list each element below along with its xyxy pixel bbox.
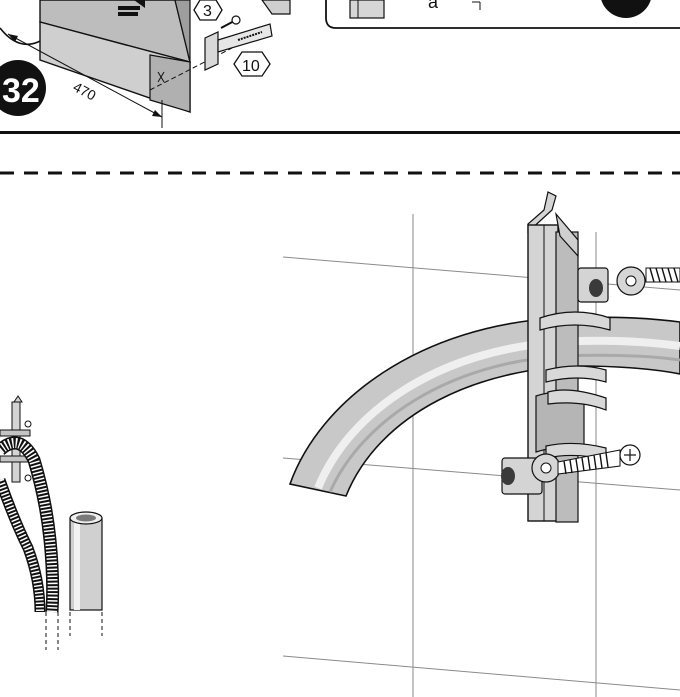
curved-pipe [288,316,680,497]
lower-screw [531,444,641,483]
continuation-lines [45,612,103,650]
upper-screw [616,266,680,296]
part-label-10: 10 [233,51,271,77]
part-label-3-text: 3 [203,3,212,20]
corrugated-hose-lower [0,478,46,613]
direction-arrow [118,0,145,16]
step-badge-number: 32 [2,72,40,110]
wooden-beam [39,0,191,113]
inset-detail-box: a [325,0,680,29]
straight-pipe [69,511,103,611]
part-label-3: 3 [193,0,223,21]
left-pipe-overview [0,395,103,650]
step-badge: 32 [0,60,46,116]
top-panel: 470 32 3 10 [0,0,680,134]
pipe-clip [501,191,611,523]
wall-corner-piece [261,0,291,15]
inset-letter: a [428,0,439,12]
inset-step-badge [601,0,651,18]
main-pipe-detail [282,191,680,697]
part-label-10-text: 10 [242,58,260,75]
small-screw-icon [220,15,241,29]
panel-separator-line [0,131,680,134]
dimension-label: 470 [71,79,99,104]
mounting-bracket [204,23,273,71]
